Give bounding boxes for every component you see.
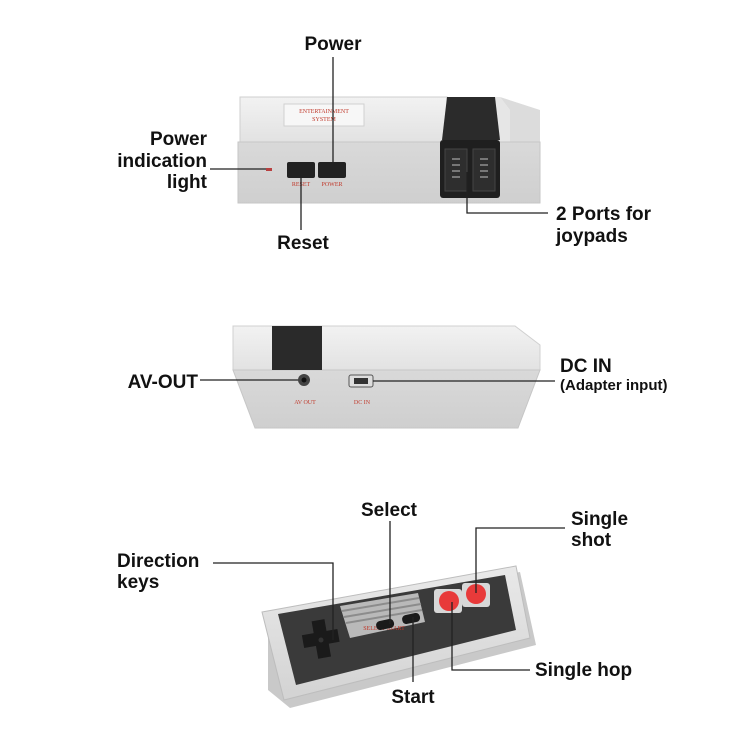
callout-single-shot-2: shot [571, 530, 612, 551]
front-callout-lines [210, 57, 548, 230]
callout-reset: Reset [277, 233, 329, 254]
controller-callout-lines [213, 521, 565, 682]
dc-in-text: DC IN [354, 400, 371, 406]
callout-direction-1: Direction [117, 551, 199, 572]
callout-power-light-2: indication [117, 151, 207, 172]
callout-power-light-3: light [167, 172, 208, 193]
label-plate-line1: ENTERTAINMENT [299, 109, 349, 115]
power-button[interactable] [318, 162, 346, 178]
callout-start: Start [391, 687, 435, 708]
callout-single-shot-1: Single [571, 509, 628, 530]
callout-select: Select [361, 500, 418, 521]
controller: SELECT START [261, 565, 536, 708]
callout-ports-2: joypads [555, 226, 628, 247]
single-hop-button[interactable] [439, 591, 459, 611]
callout-power: Power [304, 34, 362, 55]
callout-direction-2: keys [117, 572, 159, 593]
label-plate-line2: SYSTEM [312, 117, 336, 123]
callout-dc-in: DC IN [560, 356, 612, 377]
power-indication-light [266, 168, 272, 171]
av-out-text: AV OUT [294, 400, 316, 406]
callout-av-out: AV-OUT [128, 372, 199, 393]
power-text: POWER [322, 182, 343, 188]
callout-dc-in-sub: (Adapter input) [560, 377, 667, 394]
callout-ports-1: 2 Ports for [556, 204, 652, 225]
console-back: AV OUT DC IN [232, 325, 541, 429]
label-plate [283, 103, 365, 127]
back-callout-lines [200, 379, 555, 382]
console-front: ENTERTAINMENT SYSTEM RESET POWER [237, 96, 541, 204]
direction-keys[interactable] [301, 619, 340, 659]
start-button[interactable] [401, 612, 421, 625]
callout-single-hop: Single hop [535, 660, 632, 681]
reset-button[interactable] [287, 162, 315, 178]
single-shot-button[interactable] [466, 584, 486, 604]
callout-power-light-1: Power [150, 129, 208, 150]
